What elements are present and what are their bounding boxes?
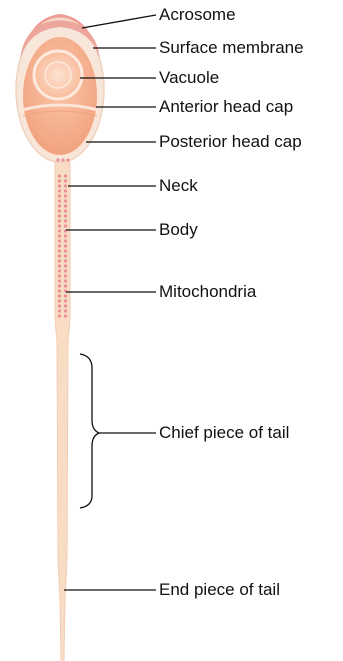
mitochondria-dot [58, 189, 61, 192]
chief-piece-bracket [80, 354, 99, 508]
mitochondria-dot [58, 219, 61, 222]
mitochondria-dot [58, 199, 61, 202]
mitochondria-dot [66, 158, 69, 161]
mitochondria-dot [64, 314, 67, 317]
label-chief-piece-of-tail: Chief piece of tail [159, 423, 289, 443]
mitochondria-dot [64, 189, 67, 192]
mitochondria-dot [64, 244, 67, 247]
mitochondria-dot [58, 174, 61, 177]
mitochondria-dot [64, 214, 67, 217]
mitochondria-dot [58, 284, 61, 287]
vacuole-shape [34, 51, 82, 99]
mitochondria-dot [58, 224, 61, 227]
mitochondria-dot [58, 274, 61, 277]
mitochondria-dot [58, 179, 61, 182]
mitochondria-dot [58, 194, 61, 197]
label-posterior-head-cap: Posterior head cap [159, 132, 302, 152]
mitochondria-dot [64, 224, 67, 227]
mitochondria-dot [64, 174, 67, 177]
mitochondria-dot [58, 294, 61, 297]
mitochondria-dot [64, 179, 67, 182]
mitochondria-dot [64, 209, 67, 212]
mitochondria-dot [58, 269, 61, 272]
mitochondria-dot [64, 264, 67, 267]
mitochondria-dot [64, 309, 67, 312]
mitochondria-dot [58, 279, 61, 282]
mitochondria-dot [64, 299, 67, 302]
mitochondria-dot [64, 194, 67, 197]
mitochondria-dot [64, 284, 67, 287]
label-mitochondria: Mitochondria [159, 282, 256, 302]
mitochondria-dot [58, 184, 61, 187]
mitochondria-dot [58, 314, 61, 317]
mitochondria-dot [58, 214, 61, 217]
mitochondria-dot [58, 209, 61, 212]
label-body: Body [159, 220, 198, 240]
mitochondria-dot [58, 204, 61, 207]
mitochondria-dot [58, 254, 61, 257]
mitochondria-dot [64, 279, 67, 282]
mitochondria-dot [64, 294, 67, 297]
mitochondria-dot [64, 219, 67, 222]
mitochondria-dot [58, 249, 61, 252]
leader-acrosome [82, 15, 156, 28]
mitochondria-dot [64, 239, 67, 242]
mitochondria-dot [64, 199, 67, 202]
mitochondria-dot [64, 249, 67, 252]
mitochondria-dot [64, 304, 67, 307]
label-vacuole: Vacuole [159, 68, 219, 88]
label-anterior-head-cap: Anterior head cap [159, 97, 293, 117]
label-acrosome: Acrosome [159, 5, 236, 25]
mitochondria-dot [64, 254, 67, 257]
mitochondria-dot [64, 274, 67, 277]
mitochondria-dot [58, 299, 61, 302]
mitochondria-dot [64, 259, 67, 262]
mitochondria-dot [58, 259, 61, 262]
mitochondria-dot [58, 229, 61, 232]
mitochondria-dot [61, 158, 64, 161]
mitochondria-dot [56, 158, 59, 161]
label-surface-membrane: Surface membrane [159, 38, 304, 58]
label-end-piece-of-tail: End piece of tail [159, 580, 280, 600]
mitochondria-dot [58, 289, 61, 292]
mitochondria-dot [58, 304, 61, 307]
mitochondria-dot [64, 269, 67, 272]
label-neck: Neck [159, 176, 198, 196]
tail-outline [55, 162, 70, 660]
mitochondria-dot [58, 309, 61, 312]
mitochondria-dot [58, 244, 61, 247]
mitochondria-dot [58, 239, 61, 242]
mitochondria-dot [64, 184, 67, 187]
mitochondria-dot [64, 204, 67, 207]
mitochondria-dot [64, 234, 67, 237]
mitochondria-dot [58, 264, 61, 267]
mitochondria-dot [58, 234, 61, 237]
